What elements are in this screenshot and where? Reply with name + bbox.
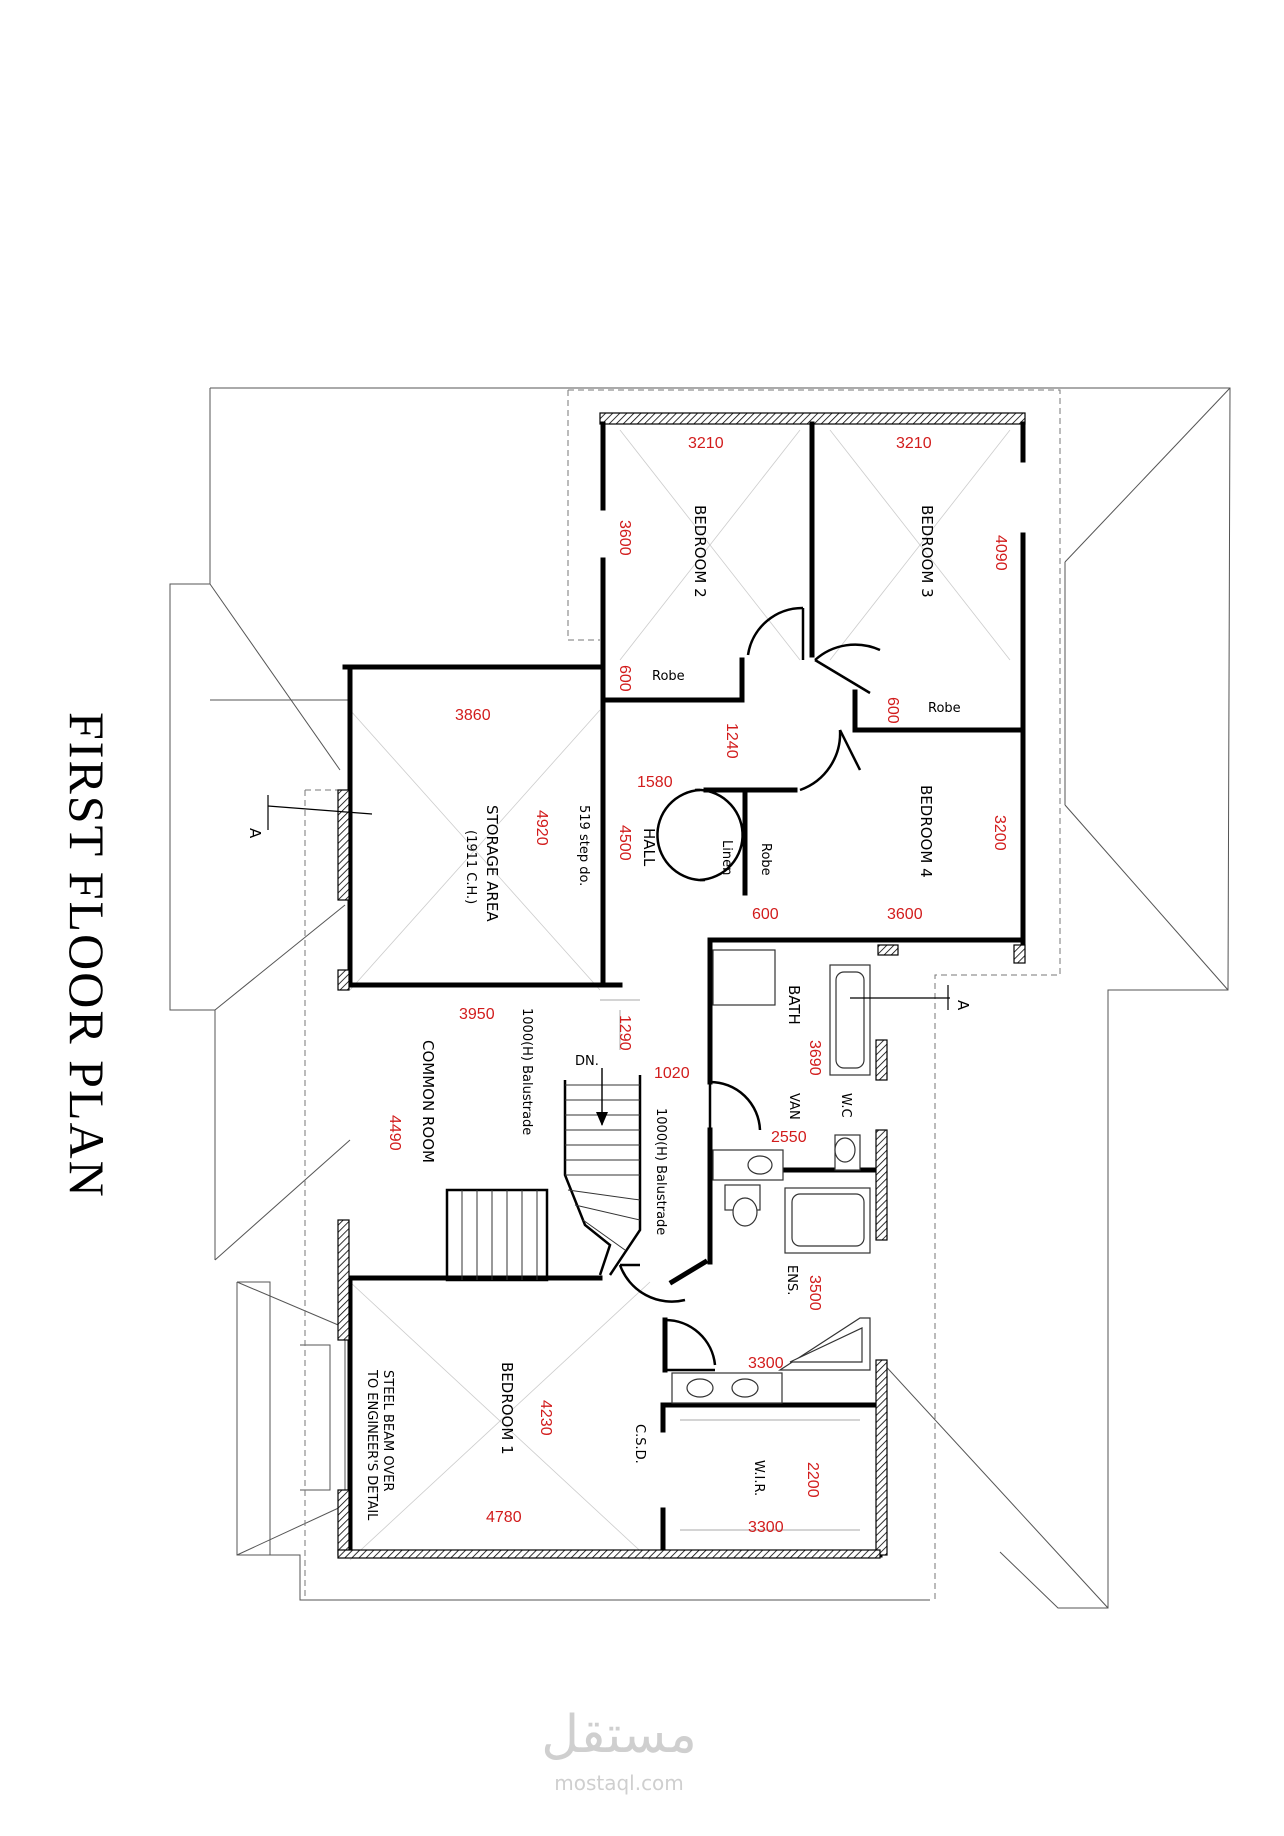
- svg-text:4490: 4490: [386, 1115, 403, 1151]
- doors: [618, 606, 881, 1372]
- ens-label: ENS.: [784, 1265, 799, 1295]
- svg-text:1020: 1020: [654, 1065, 690, 1082]
- robe4-label: Robe: [758, 843, 773, 876]
- van-label: VAN: [786, 1093, 801, 1120]
- section-marker-right: A: [850, 985, 972, 1011]
- common-room-label: COMMON ROOM: [419, 1040, 437, 1163]
- steel-beam-label-1: STEEL BEAM OVER: [380, 1370, 395, 1492]
- svg-text:3200: 3200: [991, 815, 1008, 851]
- linen-label: Linen: [719, 840, 734, 875]
- watermark: مستقل mostaql.com: [541, 1705, 697, 1795]
- reference-lines: [349, 429, 1011, 1561]
- svg-text:3860: 3860: [455, 707, 491, 724]
- overhang-lines: [304, 389, 1061, 1600]
- bedroom1-label: BEDROOM 1: [498, 1362, 516, 1455]
- wir-label: W.I.R.: [751, 1460, 766, 1496]
- plan-title: FIRST FLOOR PLAN: [59, 712, 115, 1199]
- bedroom4-label: BEDROOM 4: [917, 785, 935, 878]
- hall-label: HALL: [640, 828, 658, 867]
- roof-outline: [169, 387, 1231, 1609]
- svg-text:4780: 4780: [486, 1509, 522, 1526]
- svg-text:3500: 3500: [806, 1275, 823, 1311]
- storage-label: STORAGE AREA: [483, 805, 501, 922]
- svg-text:2200: 2200: [804, 1462, 821, 1498]
- dn-label: DN.: [575, 1054, 599, 1069]
- balustrade-label-1: 1000(H) Balustrade: [519, 1008, 534, 1135]
- svg-text:3690: 3690: [806, 1040, 823, 1076]
- svg-text:4920: 4920: [533, 810, 550, 846]
- walls: [337, 412, 1026, 1559]
- bedroom3-label: BEDROOM 3: [918, 505, 936, 598]
- dimension-labels: 3210 3210 3600 4090 600 600 1240 1580 38…: [386, 435, 1009, 1536]
- svg-text:1240: 1240: [723, 723, 740, 759]
- storage-sub-label: (1911 C.H.): [463, 830, 478, 904]
- robe3-label: Robe: [928, 701, 961, 716]
- svg-text:600: 600: [616, 665, 633, 692]
- svg-text:1580: 1580: [637, 774, 673, 791]
- svg-text:FIRST FLOOR PLAN: FIRST FLOOR PLAN: [59, 712, 115, 1199]
- section-marker-left: A: [246, 795, 373, 839]
- svg-text:3210: 3210: [896, 435, 932, 452]
- bedroom2-label: BEDROOM 2: [691, 505, 709, 598]
- step-label: 519 step do.: [576, 805, 591, 886]
- staircase: [445, 1068, 642, 1282]
- svg-text:A: A: [246, 828, 264, 839]
- svg-text:3210: 3210: [688, 435, 724, 452]
- svg-text:600: 600: [884, 697, 901, 724]
- svg-text:4500: 4500: [616, 825, 633, 861]
- svg-text:4090: 4090: [992, 535, 1009, 571]
- svg-text:مستقل: مستقل: [541, 1705, 697, 1765]
- svg-text:A: A: [954, 1000, 972, 1011]
- csd-label: C.S.D.: [632, 1424, 647, 1464]
- svg-text:3950: 3950: [459, 1006, 495, 1023]
- wc-label: W.C: [838, 1093, 853, 1118]
- svg-text:3600: 3600: [887, 906, 923, 923]
- steel-beam-label-2: TO ENGINEER'S DETAIL: [364, 1369, 379, 1521]
- bath-label: BATH: [785, 985, 803, 1025]
- svg-text:1290: 1290: [616, 1015, 633, 1051]
- svg-text:2550: 2550: [771, 1129, 807, 1146]
- robe2-label: Robe: [652, 669, 685, 684]
- svg-text:3300: 3300: [748, 1355, 784, 1372]
- svg-text:mostaql.com: mostaql.com: [554, 1771, 684, 1795]
- svg-text:3300: 3300: [748, 1519, 784, 1536]
- balustrade-label-2: 1000(H) Balustrade: [653, 1108, 668, 1235]
- svg-text:3600: 3600: [616, 520, 633, 556]
- fixtures: [600, 949, 871, 1531]
- room-labels: BEDROOM 2 BEDROOM 3 BEDROOM 4 STORAGE AR…: [364, 505, 961, 1521]
- svg-text:600: 600: [752, 906, 779, 923]
- svg-text:4230: 4230: [537, 1400, 554, 1436]
